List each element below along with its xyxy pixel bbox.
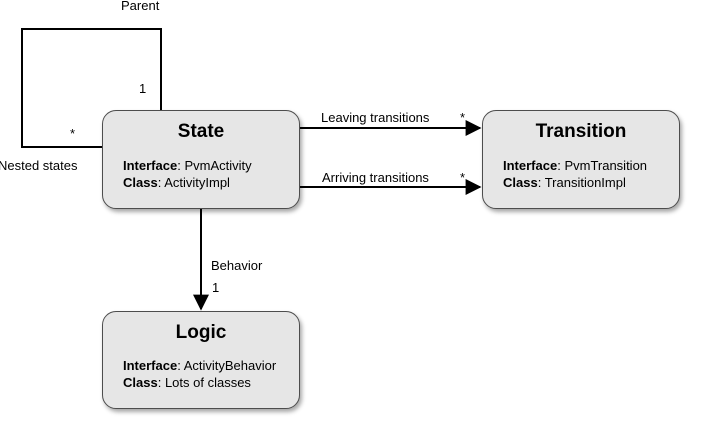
logic-class-key: Class — [123, 375, 158, 390]
parent-multiplicity: 1 — [139, 81, 147, 96]
self-loop-edge — [21, 28, 162, 148]
logic-title: Logic — [175, 322, 227, 343]
logic-interface-value: ActivityBehavior — [183, 358, 277, 373]
arriving-transitions-label: Arriving transitions — [322, 170, 429, 185]
state-interface-key: Interface — [123, 158, 178, 173]
leaving-transitions-label: Leaving transitions — [321, 110, 430, 125]
leaving-transitions-multiplicity: * — [460, 110, 466, 125]
logic-interface-key: Interface — [123, 358, 178, 373]
logic-class-row: Class: Lots of classes — [123, 375, 251, 390]
behavior-label: Behavior — [211, 258, 263, 273]
nested-states-multiplicity: * — [70, 126, 76, 141]
arriving-transitions-multiplicity: * — [460, 170, 466, 185]
behavior-multiplicity: 1 — [212, 280, 220, 295]
transition-title: Transition — [535, 121, 627, 142]
state-class-key: Class — [123, 175, 158, 190]
state-interface-value: PvmActivity — [184, 158, 252, 173]
transition-class-row: Class: TransitionImpl — [503, 175, 626, 190]
transition-class-value: TransitionImpl — [544, 175, 626, 190]
transition-interface-key: Interface — [503, 158, 558, 173]
logic-node[interactable]: Logic Interface: ActivityBehavior Class:… — [102, 311, 300, 409]
logic-interface-row: Interface: ActivityBehavior — [123, 358, 277, 373]
logic-class-value: Lots of classes — [164, 375, 251, 390]
state-class-row: Class: ActivityImpl — [123, 175, 230, 190]
state-node[interactable]: State Interface: PvmActivity Class: Acti… — [102, 110, 300, 209]
state-class-value: ActivityImpl — [164, 175, 230, 190]
parent-label: Parent — [121, 0, 160, 13]
state-title: State — [177, 121, 225, 142]
state-interface-row: Interface: PvmActivity — [123, 158, 252, 173]
transition-interface-row: Interface: PvmTransition — [503, 158, 648, 173]
transition-node[interactable]: Transition Interface: PvmTransition Clas… — [482, 110, 680, 209]
nested-states-label: Nested states — [0, 158, 78, 173]
transition-interface-value: PvmTransition — [564, 158, 648, 173]
transition-class-key: Class — [503, 175, 538, 190]
